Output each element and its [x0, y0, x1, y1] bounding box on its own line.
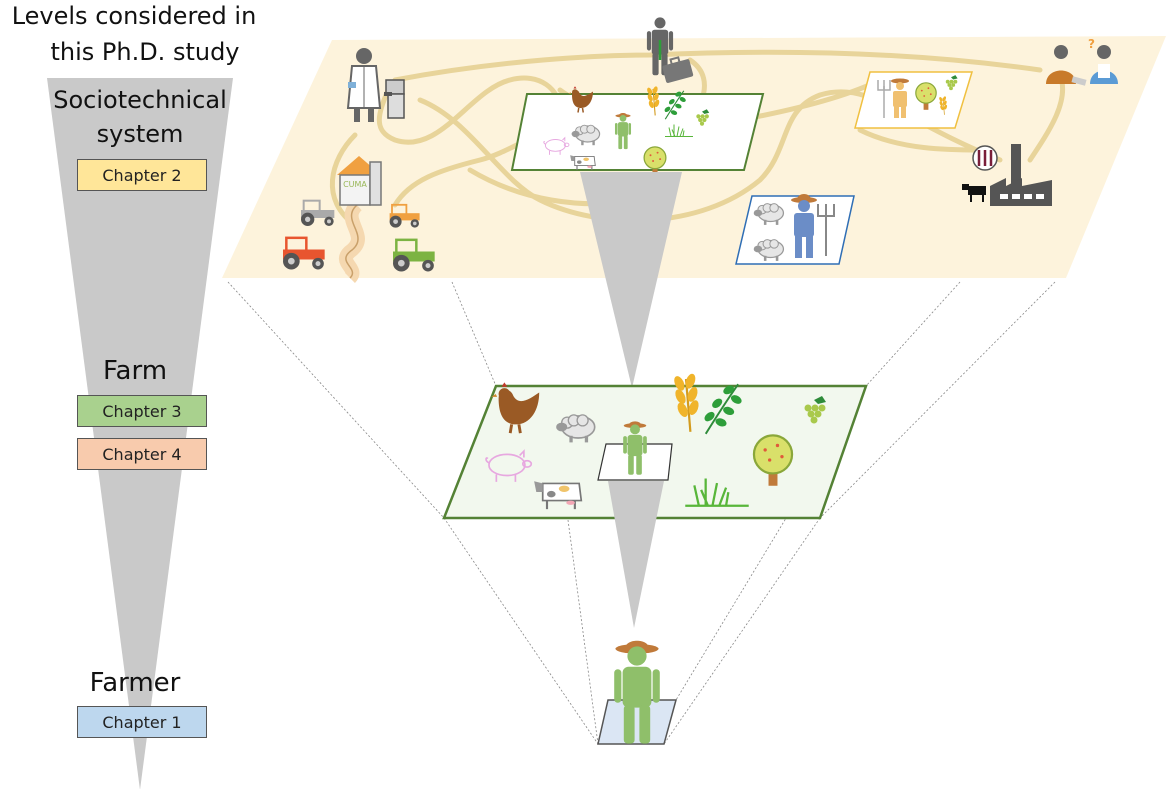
- scientist-icon: [346, 48, 382, 122]
- briefcase-icon: [662, 56, 694, 83]
- chapter-1-box: Chapter 1: [77, 706, 207, 738]
- level-sociotechnical: Sociotechnical: [53, 86, 227, 114]
- header-line2: this Ph.D. study: [50, 38, 240, 66]
- wine-icon: [972, 145, 998, 171]
- pitchfork-icon: [817, 204, 835, 256]
- level-farm: Farm: [102, 356, 168, 386]
- cuma-label: CUMA: [343, 180, 367, 189]
- consultation-icon: ?: [1046, 37, 1118, 86]
- farmer-mini-plane: [597, 443, 673, 481]
- lab-machine-icon: [384, 79, 405, 119]
- pitchfork-icon: [877, 80, 891, 118]
- level-farmer: Farmer: [89, 668, 181, 698]
- question-icon: ?: [1088, 37, 1095, 51]
- header-line1: Levels considered in: [11, 2, 257, 30]
- chapter-3-box: Chapter 3: [77, 395, 207, 427]
- farm-to-farmer-funnel: [608, 481, 664, 628]
- chapter-4-box: Chapter 4: [77, 438, 207, 470]
- cuma-building-icon: CUMA: [337, 156, 382, 206]
- level-system: system: [96, 120, 184, 148]
- mini-farm-parcel: [510, 93, 765, 171]
- socio-to-farm-funnel: [580, 172, 682, 388]
- farmer-icon: [791, 194, 817, 258]
- cow-icon: [962, 184, 986, 202]
- chapter-2-box: Chapter 2: [77, 159, 207, 191]
- levels-funnel: [47, 78, 233, 789]
- factory-icon: [990, 144, 1052, 206]
- farmer-icon: [891, 78, 909, 118]
